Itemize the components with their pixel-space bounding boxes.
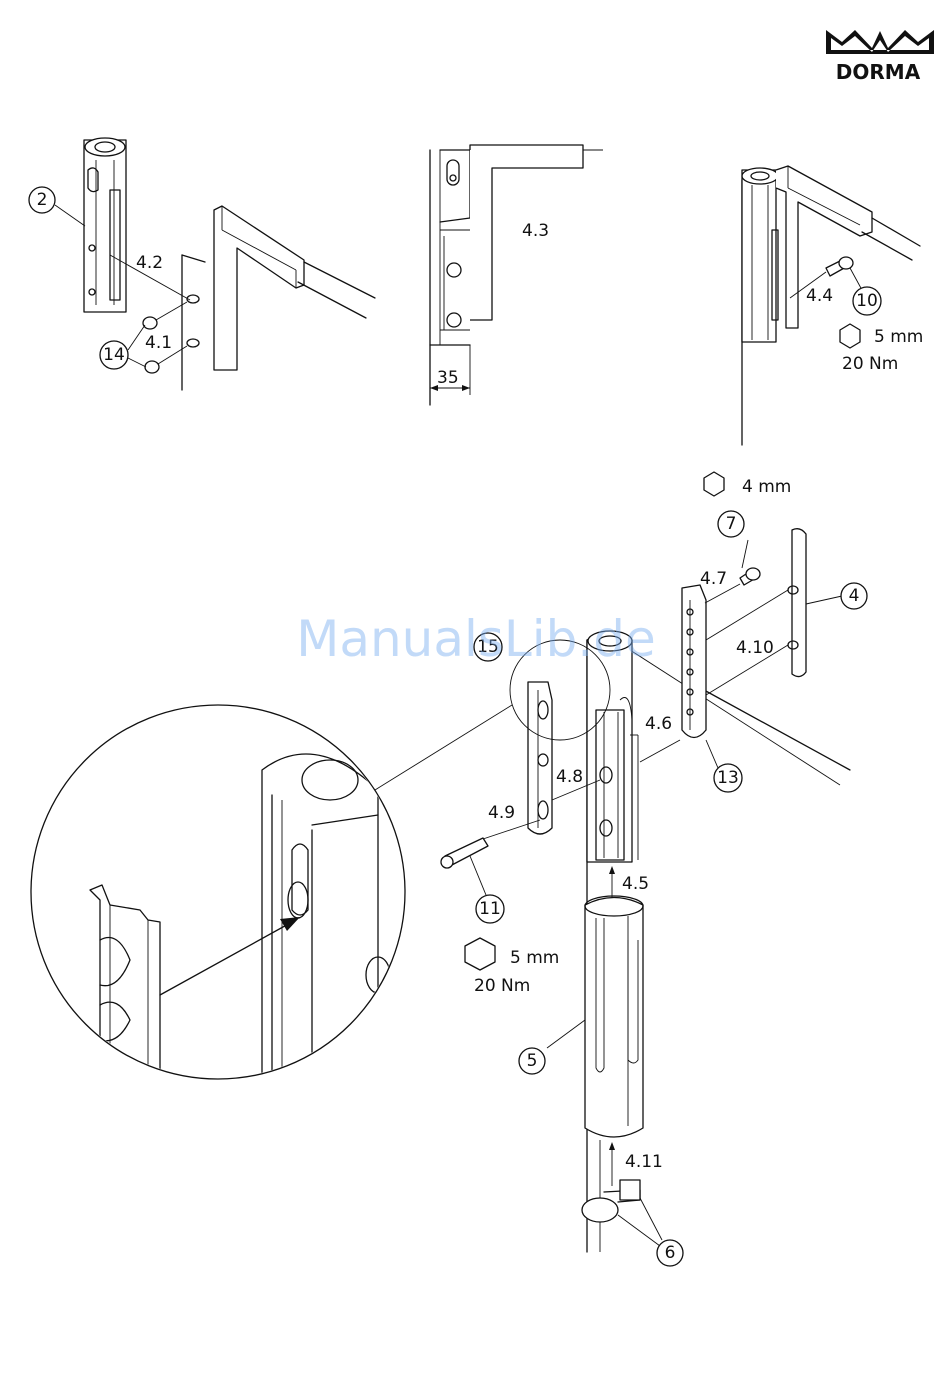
screw-part-10 [826,257,853,276]
callout-part-11: 11 [476,895,504,923]
step-4-5-label: 4.5 [622,874,649,894]
dorma-logo-text: DORMA [836,60,921,84]
hex-size-4mm: 4 mm [742,477,791,497]
callout-part-10: 10 [853,287,881,315]
step-4-2-label: 4.2 [136,253,163,273]
svg-text:10: 10 [856,291,878,311]
end-cap-part-6-b [620,1180,640,1200]
callout-part-5: 5 [519,1048,545,1074]
magnified-detail [31,705,405,1100]
svg-text:14: 14 [103,345,125,365]
end-cap-part-6-a [582,1198,618,1222]
callout-part-7: 7 [718,511,744,537]
dorma-logo: DORMA [826,30,934,84]
callout-part-14: 14 [100,341,128,369]
svg-text:4: 4 [849,586,860,606]
step-4-1-label: 4.1 [145,333,172,353]
insert-part-14-lower [145,361,159,373]
callout-part-6: 6 [657,1240,683,1266]
dimension-35: 35 [430,368,470,391]
svg-text:11: 11 [479,899,501,919]
step-4-6-label: 4.6 [645,714,672,734]
hex-key-icon-4mm [704,472,724,496]
step-4-3-label: 4.3 [522,221,549,241]
cover-tube-part-5 [585,898,643,1138]
step-4-9-label: 4.9 [488,803,515,823]
step-4-8-label: 4.8 [556,767,583,787]
clamp-bar-part-4 [792,529,806,677]
insert-part-14-upper [143,317,157,329]
svg-text:7: 7 [726,514,737,534]
step-4-4-label: 4.4 [806,286,833,306]
svg-text:6: 6 [665,1243,676,1263]
svg-text:2: 2 [37,190,48,210]
glass-pane [214,206,304,370]
screw-part-11 [441,838,488,868]
hex-key-icon-5mm-bottom [465,938,495,970]
torque-20nm-top: 20 Nm [842,354,898,374]
step-4-10-label: 4.10 [736,638,774,658]
svg-text:13: 13 [717,768,739,788]
step-4-3-illustration: 35 4.3 [430,145,603,405]
step-4-7-label: 4.7 [700,569,727,589]
dimension-35-value: 35 [437,368,459,388]
torque-20nm-bottom: 20 Nm [474,976,530,996]
hex-size-5mm-bottom: 5 mm [510,948,559,968]
plate-part-13 [682,585,706,738]
step-4-11-label: 4.11 [625,1152,663,1172]
callout-part-2: 2 [29,187,55,213]
hex-size-5mm-top: 5 mm [874,327,923,347]
callout-part-4: 4 [841,583,867,609]
hinge-body-right [742,170,776,342]
screw-part-7 [740,568,760,585]
svg-text:5: 5 [527,1051,538,1071]
callout-part-13: 13 [714,764,742,792]
hex-key-icon-5mm-top [840,324,860,348]
watermark: ManualsLib.de [296,610,656,668]
